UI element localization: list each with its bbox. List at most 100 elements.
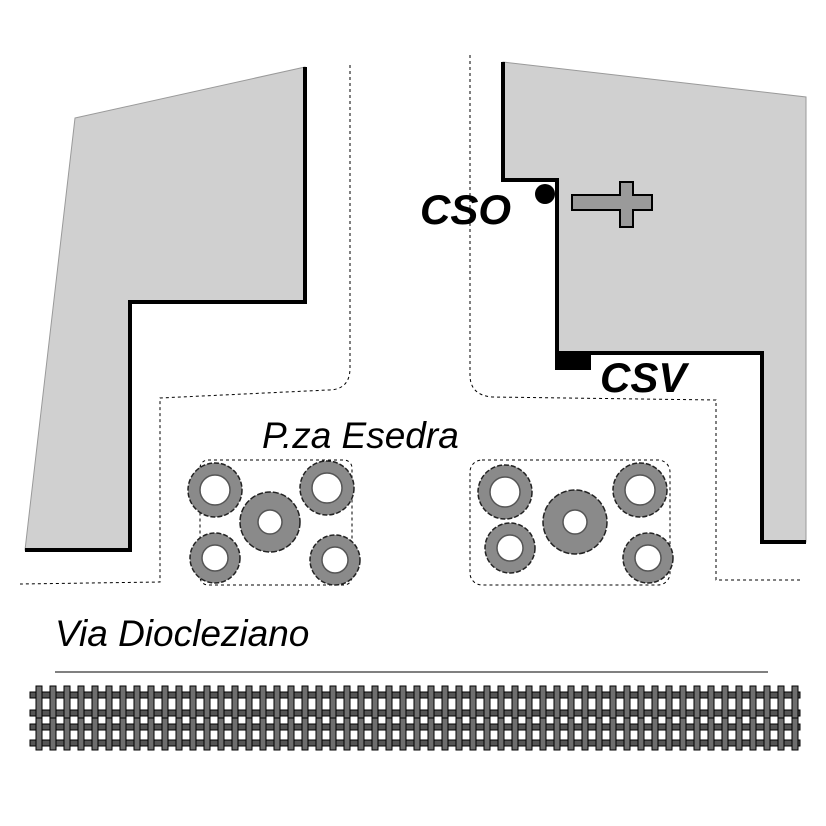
railway-tie [273, 717, 281, 751]
railway-tie [301, 685, 309, 721]
railway-tie [455, 717, 463, 751]
railway-tie [203, 717, 211, 751]
railway-tie [427, 717, 435, 751]
railway-tie [679, 717, 687, 751]
railway-tie [441, 685, 449, 721]
railway-tie [161, 717, 169, 751]
railway-tie [791, 685, 799, 721]
railway-tie [329, 717, 337, 751]
tree-icon [189, 532, 241, 584]
railway-tie [441, 717, 449, 751]
railway-tie [749, 685, 757, 721]
railway-tie [259, 685, 267, 721]
railway-tie [735, 717, 743, 751]
railway-tie [567, 685, 575, 721]
railway-tie [35, 685, 43, 721]
railway-tie [259, 717, 267, 751]
railway-tie [357, 717, 365, 751]
railway-tie [483, 685, 491, 721]
railway-tie [567, 717, 575, 751]
railway-tie [665, 717, 673, 751]
railway-tie [203, 685, 211, 721]
railway-tie [623, 685, 631, 721]
railway-tie [609, 685, 617, 721]
railway-tie [413, 685, 421, 721]
railway-tie [553, 685, 561, 721]
railway-tie [91, 717, 99, 751]
railway-tie [189, 685, 197, 721]
tree-icon [309, 534, 361, 586]
railway-tie [735, 685, 743, 721]
tree-icon [542, 489, 608, 555]
tree-icon [477, 464, 533, 520]
railway-tie [525, 685, 533, 721]
railway-tie [91, 685, 99, 721]
railway-tie [287, 717, 295, 751]
railway-tie [77, 685, 85, 721]
railway-tie [511, 685, 519, 721]
railway-tie [595, 717, 603, 751]
railway-tie [455, 685, 463, 721]
railway-tie [245, 685, 253, 721]
railway-tie [315, 717, 323, 751]
railway-tie [413, 717, 421, 751]
railway-tie [707, 717, 715, 751]
railway-tie [539, 717, 547, 751]
railway-tie [77, 717, 85, 751]
railway-tie [777, 685, 785, 721]
cso-marker-icon [535, 184, 555, 204]
railway-tie [315, 685, 323, 721]
railway-tie [399, 717, 407, 751]
railway-tie [119, 717, 127, 751]
railway-tie [301, 717, 309, 751]
railway-tie [49, 717, 57, 751]
railway-tie [595, 685, 603, 721]
railway-tie [637, 717, 645, 751]
railway-tie [609, 717, 617, 751]
tree-icon [622, 532, 674, 584]
square-label: P.za Esedra [262, 415, 459, 456]
railway-tie [707, 685, 715, 721]
tree-icon [239, 491, 301, 553]
tree-icon [187, 462, 243, 518]
tree-icon [612, 462, 668, 518]
railway-tie [693, 717, 701, 751]
railway-tie [469, 685, 477, 721]
csv-label: CSV [600, 354, 689, 401]
railway-tie [147, 685, 155, 721]
railway-tie [553, 717, 561, 751]
railway-tie [105, 685, 113, 721]
railway-tie [721, 685, 729, 721]
railway-tie [539, 685, 547, 721]
railway-tie [161, 685, 169, 721]
railway-tie [469, 717, 477, 751]
railway-tie [35, 717, 43, 751]
cso-label: CSO [420, 186, 511, 233]
cross-icon [571, 181, 653, 228]
building-left [24, 66, 307, 552]
railway-tie [343, 717, 351, 751]
railway-tie [483, 717, 491, 751]
railway-tie [525, 717, 533, 751]
railway-tie [49, 685, 57, 721]
railway-tie [63, 717, 71, 751]
railway-tie [749, 717, 757, 751]
tree-icon [484, 522, 536, 574]
street-label: Via Diocleziano [55, 613, 309, 654]
railway-tie [175, 685, 183, 721]
railway-tie [329, 685, 337, 721]
railway-tie [343, 685, 351, 721]
railway-tie [693, 685, 701, 721]
railway-tie [245, 717, 253, 751]
railway-tie [385, 717, 393, 751]
railway-tie [497, 717, 505, 751]
railway-tie [651, 685, 659, 721]
railway-tie [287, 685, 295, 721]
railway-tie [273, 685, 281, 721]
railway-tie [679, 685, 687, 721]
railway-tie [189, 717, 197, 751]
railway-tie [763, 717, 771, 751]
railway-tie [511, 717, 519, 751]
railway-tie [133, 717, 141, 751]
